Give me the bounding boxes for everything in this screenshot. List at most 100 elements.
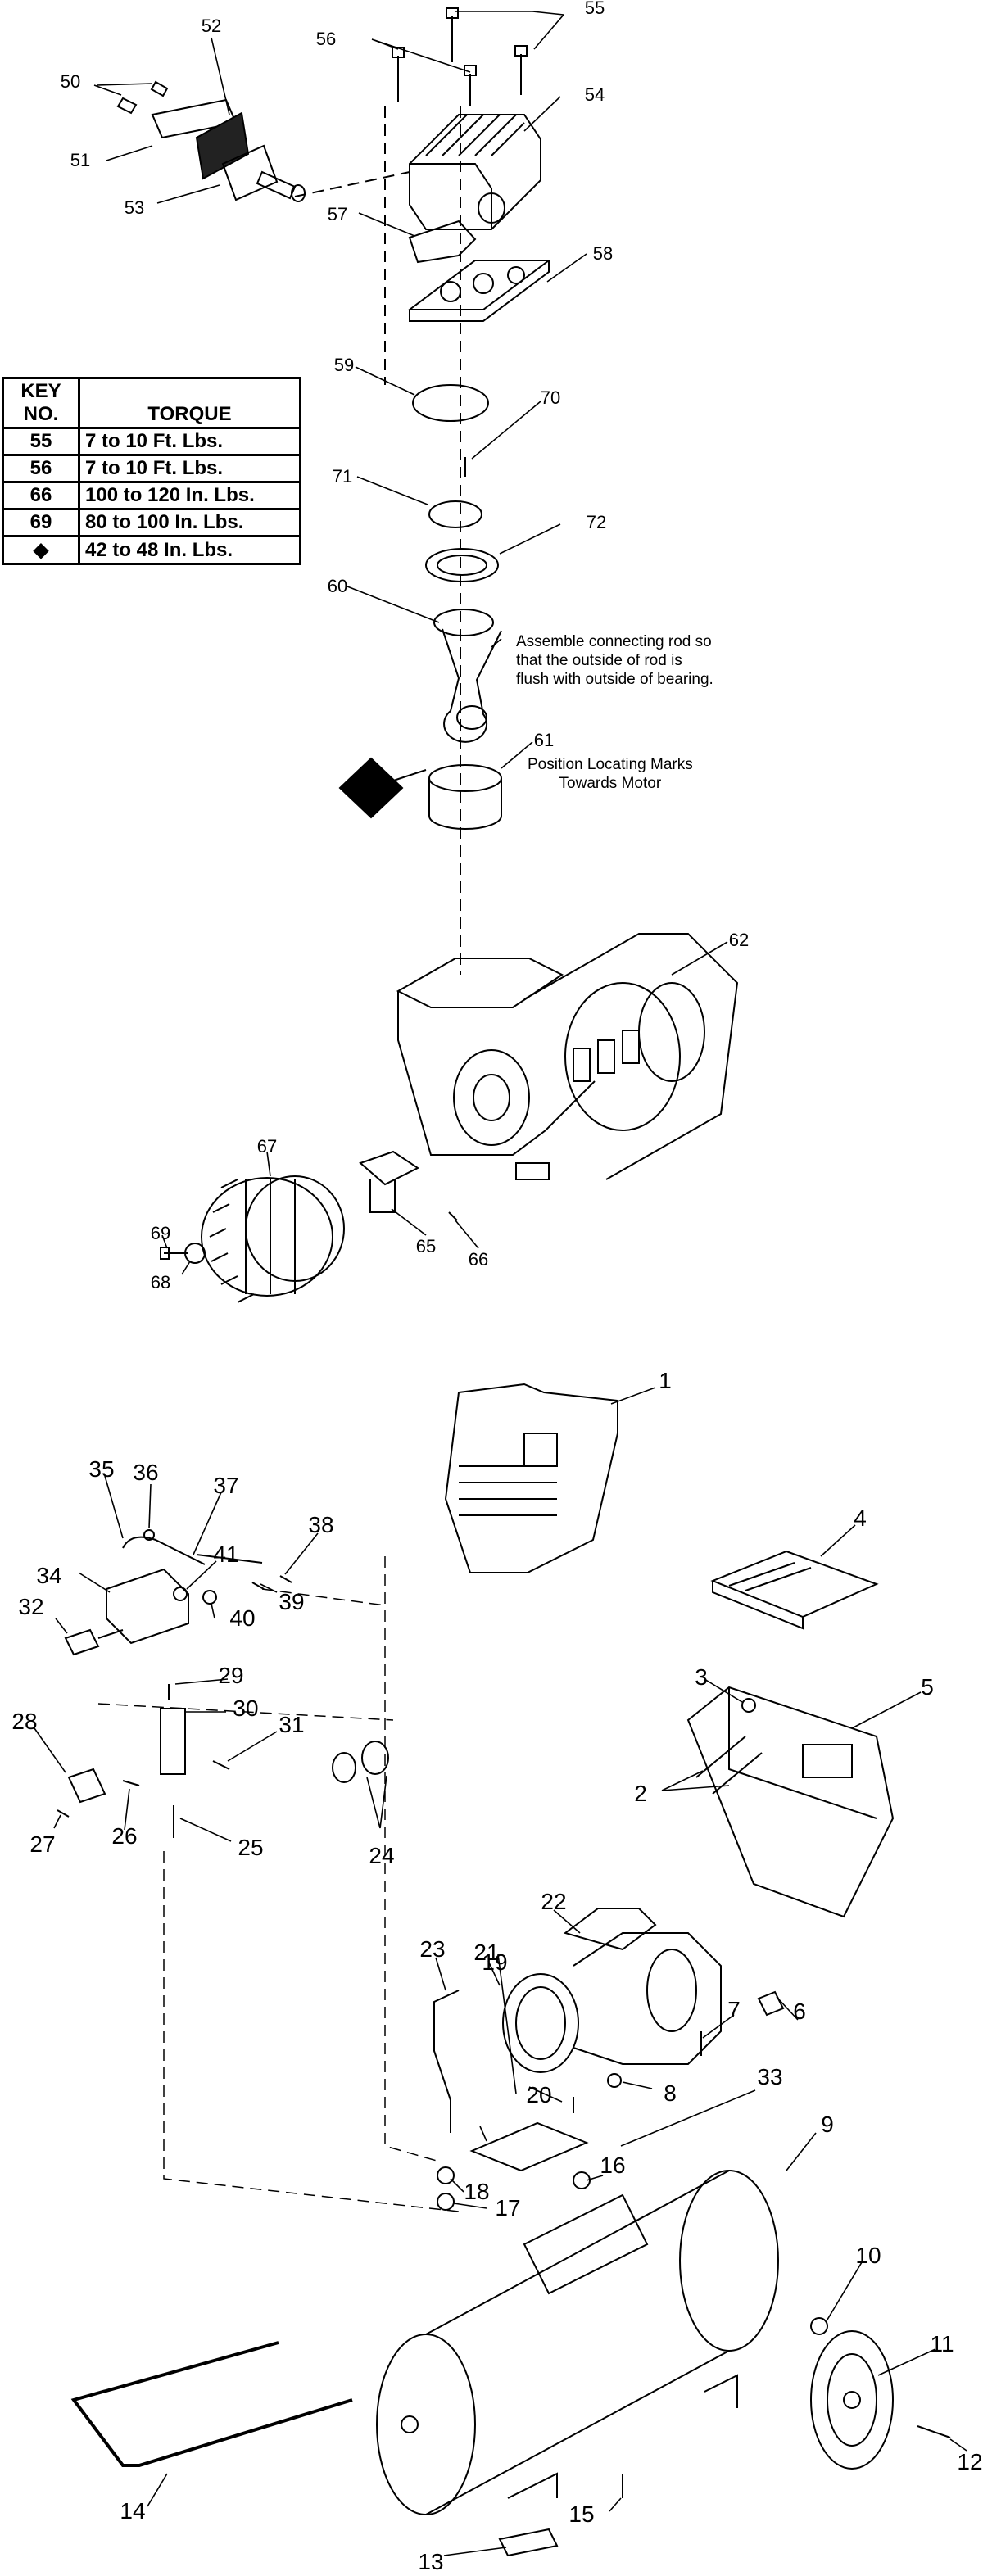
part-72-sleeve [425, 548, 499, 582]
part-5-housing [686, 1686, 895, 1918]
part-16-fitting [573, 2171, 591, 2189]
callout-58: 58 [592, 243, 614, 264]
callout-51: 51 [70, 150, 91, 170]
callout-53: 53 [124, 197, 145, 218]
callout-28: 28 [11, 1709, 38, 1734]
part-36-nut [143, 1529, 155, 1541]
torque-key: 66 [2, 481, 80, 510]
part-27-fitting [57, 1809, 70, 1818]
torque-value: 80 to 100 In. Lbs. [78, 508, 301, 537]
callout-67: 67 [256, 1136, 278, 1157]
callout-7: 7 [727, 1997, 741, 2022]
callout-36: 36 [133, 1460, 159, 1485]
callout-54: 54 [584, 84, 605, 105]
callout-2: 2 [634, 1781, 647, 1806]
callout-24: 24 [369, 1843, 395, 1868]
callout-70: 70 [540, 387, 561, 408]
part-53-intake [221, 144, 306, 202]
part-6-bushing [757, 1990, 785, 2017]
part-26-fitting [122, 1780, 140, 1786]
callout-69: 69 [150, 1223, 171, 1243]
callout-34: 34 [36, 1563, 62, 1588]
callout-32: 32 [18, 1594, 44, 1619]
part-71-washer [428, 500, 482, 528]
callout-62: 62 [728, 930, 750, 950]
control-manifold-group [57, 1529, 389, 1838]
part-11-wheel [810, 2330, 894, 2470]
callout-5: 5 [921, 1674, 934, 1700]
part-3-screw [741, 1698, 756, 1713]
callout-29: 29 [218, 1663, 244, 1688]
part-18-fitting [437, 2166, 455, 2184]
part-28-regulator [67, 1768, 106, 1804]
callout-40: 40 [229, 1605, 256, 1631]
torque-value: 42 to 48 In. Lbs. [78, 535, 301, 565]
torque-key-diamond: ◆ [2, 535, 80, 565]
callout-52: 52 [201, 16, 222, 36]
callout-17: 17 [495, 2195, 521, 2221]
callout-20: 20 [526, 2082, 552, 2107]
callout-31: 31 [279, 1712, 305, 1737]
callout-4: 4 [854, 1505, 867, 1531]
part-38-fitting [279, 1575, 292, 1583]
callout-22: 22 [541, 1889, 567, 1914]
callout-23: 23 [419, 1936, 446, 1962]
key-no-header: KEY NO. [2, 377, 80, 429]
assembly-lines-lower [97, 1556, 460, 2212]
callout-12: 12 [957, 2449, 983, 2474]
torque-value: 7 to 10 Ft. Lbs. [78, 454, 301, 483]
part-59-oring [412, 384, 489, 422]
callout-66: 66 [468, 1249, 489, 1270]
part-52-filter [195, 111, 250, 180]
pump-head-group [116, 7, 551, 975]
torque-row: 55 7 to 10 Ft. Lbs. [2, 427, 301, 456]
callout-56: 56 [315, 29, 337, 49]
part-17-fitting [437, 2193, 455, 2211]
part-14-handle [70, 2341, 353, 2467]
callout-21: 21 [473, 1940, 500, 1965]
part-61-bearing [428, 764, 502, 830]
torque-key: 55 [2, 427, 80, 456]
callout-14: 14 [120, 2498, 146, 2524]
torque-key: 56 [2, 454, 80, 483]
part-8-nut [607, 2073, 622, 2088]
part-34-switch [106, 1568, 189, 1645]
callout-10: 10 [855, 2243, 881, 2268]
callout-33: 33 [757, 2064, 783, 2089]
callout-35: 35 [88, 1456, 115, 1482]
torque-table-header-row: KEY NO. TORQUE [2, 377, 301, 429]
part-58-valve-plate [407, 260, 551, 322]
torque-value: 100 to 120 In. Lbs. [78, 481, 301, 510]
callout-18: 18 [464, 2179, 490, 2204]
callout-13: 13 [418, 2549, 444, 2574]
torque-row: 66 100 to 120 In. Lbs. [2, 481, 301, 510]
torque-key: 69 [2, 508, 80, 537]
callout-8: 8 [664, 2080, 677, 2106]
torque-row: 69 80 to 100 In. Lbs. [2, 508, 301, 537]
callout-61: 61 [533, 730, 555, 750]
part-57-gasket [408, 220, 477, 264]
part-50-pin-b [150, 80, 169, 97]
callout-50: 50 [60, 71, 81, 92]
leader-lines [34, 11, 967, 2556]
callout-19: 19 [482, 1949, 508, 1975]
part-30-manifold [160, 1708, 186, 1775]
part-55-bolts [446, 7, 528, 95]
callout-3: 3 [695, 1664, 708, 1690]
part-31-fitting [212, 1760, 230, 1770]
callout-27: 27 [29, 1831, 56, 1857]
part-40-fitting [202, 1590, 217, 1605]
callout-39: 39 [279, 1589, 305, 1614]
callout-9: 9 [821, 2112, 834, 2137]
part-1-shroud [444, 1383, 618, 1573]
callout-11: 11 [930, 2331, 954, 2356]
callout-65: 65 [415, 1236, 437, 1256]
callout-55: 55 [584, 0, 605, 18]
callout-57: 57 [327, 204, 348, 224]
part-23-tube [433, 1990, 460, 2133]
part-62-motor-crankcase [396, 933, 739, 1180]
part-39-fitting [251, 1582, 265, 1590]
callout-26: 26 [111, 1823, 138, 1849]
locating-marks-note: Position Locating Marks Towards Motor [528, 756, 693, 792]
callout-1: 1 [659, 1368, 672, 1393]
